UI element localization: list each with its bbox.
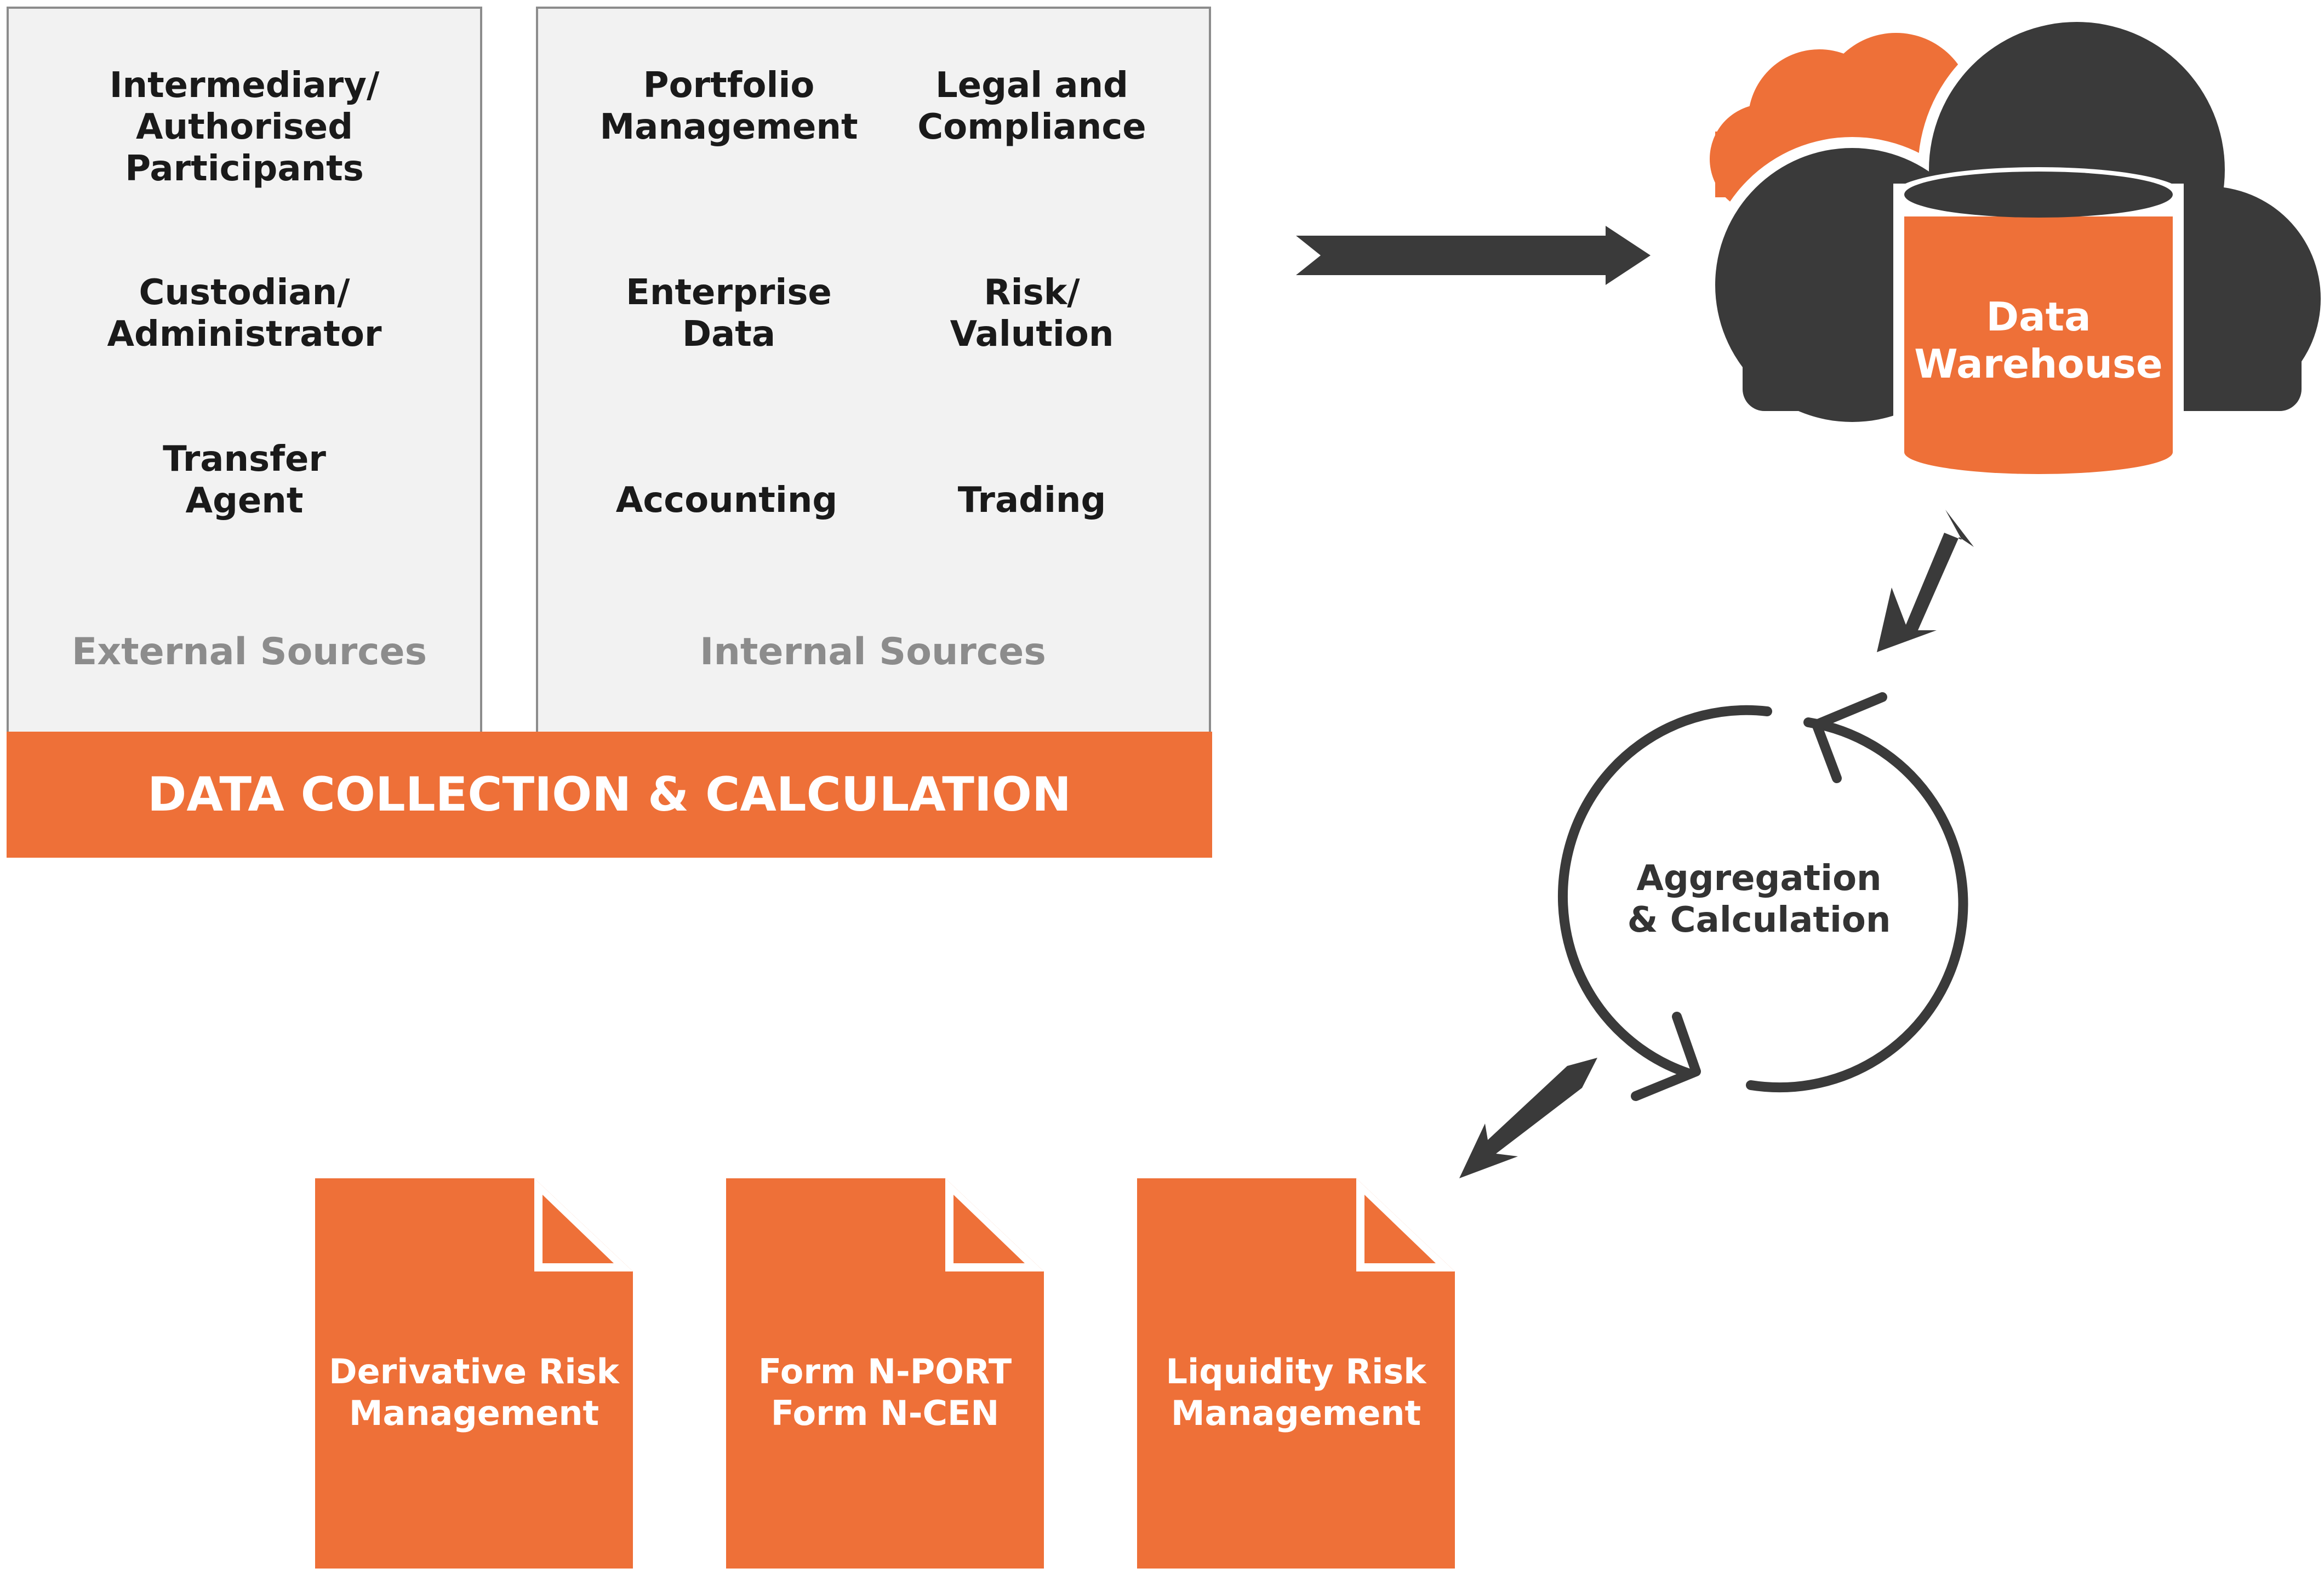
arrow-icon xyxy=(1296,226,1651,285)
document-icon xyxy=(1137,1178,1455,1569)
internal-source-item: Enterprise Data xyxy=(626,272,832,355)
arrow-icon xyxy=(1459,1058,1597,1178)
external-source-item: Transfer Agent xyxy=(163,439,326,521)
internal-source-item: Trading xyxy=(957,480,1106,521)
external-source-item: Custodian/ Administrator xyxy=(107,272,382,355)
aggregation-calculation-label: Aggregation & Calculation xyxy=(1627,858,1891,940)
document-icon xyxy=(315,1178,633,1569)
document-label: Liquidity Risk Management xyxy=(1166,1351,1426,1433)
internal-source-item: Risk/ Valution xyxy=(950,272,1114,355)
internal-sources-panel xyxy=(536,7,1211,734)
cycle-arrows-icon xyxy=(1558,692,1968,1101)
document-label: Form N-PORT Form N-CEN xyxy=(758,1351,1012,1433)
document-icon xyxy=(726,1178,1044,1569)
internal-source-item: Portfolio Management xyxy=(599,65,858,147)
external-sources-panel xyxy=(7,7,482,734)
document-label: Derivative Risk Management xyxy=(329,1351,619,1433)
data-collection-banner: DATA COLLECTION & CALCULATION xyxy=(7,732,1212,858)
internal-source-item: Accounting xyxy=(615,480,838,521)
external-sources-caption: External Sources xyxy=(71,630,427,674)
internal-sources-caption: Internal Sources xyxy=(700,630,1046,674)
database-icon xyxy=(1893,167,2184,489)
arrow-icon xyxy=(1877,510,1974,652)
data-warehouse-label: Data Warehouse xyxy=(1914,294,2163,387)
external-source-item: Intermediary/ Authorised Participants xyxy=(109,65,380,189)
internal-source-item: Legal and Compliance xyxy=(917,65,1146,147)
